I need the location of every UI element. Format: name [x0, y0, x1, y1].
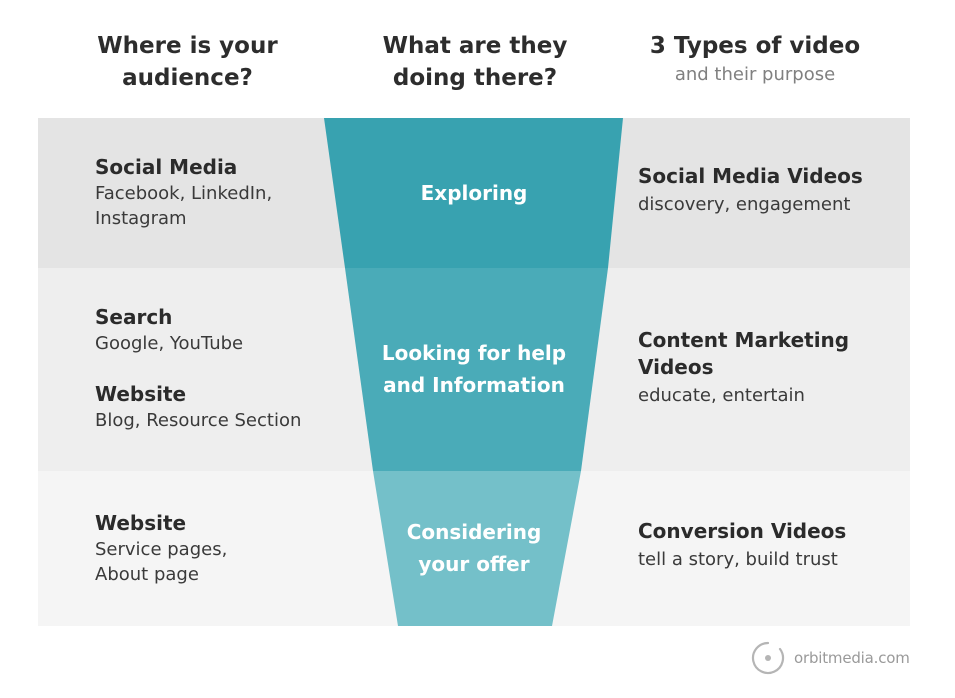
- header-video-types: 3 Types of video and their purpose: [600, 30, 910, 88]
- orbit-circle-icon: [751, 641, 785, 675]
- video-type-content-desc: educate, entertain: [638, 385, 805, 406]
- audience-social-desc-line-2: Instagram: [95, 208, 187, 229]
- audience-website-blog-desc: Blog, Resource Section: [95, 410, 302, 431]
- funnel-segment-exploring: [324, 118, 623, 268]
- header-activity-line-1: What are they: [382, 33, 568, 59]
- video-type-social-desc: discovery, engagement: [638, 194, 851, 215]
- audience-social-desc-line-1: Facebook, LinkedIn,: [95, 183, 273, 204]
- funnel-label-considering-line-2: your offer: [418, 552, 530, 576]
- funnel-label-looking-line-2: and Information: [383, 373, 565, 397]
- video-type-conversion-title: Conversion Videos: [638, 519, 847, 543]
- funnel-label-considering-line-1: Considering: [406, 520, 542, 544]
- audience-website-pages-desc-line-1: Service pages,: [95, 539, 228, 560]
- header-audience-location: Where is your audience?: [40, 30, 335, 94]
- header-video-types-subtitle: and their purpose: [674, 64, 836, 85]
- orbitmedia-logo: orbitmedia.com: [750, 640, 910, 676]
- video-type-content-marketing: Content Marketing Videos educate, entert…: [638, 327, 903, 411]
- header-audience-line-1: Where is your: [97, 33, 278, 59]
- funnel-label-considering: Considering your offer: [360, 516, 588, 580]
- video-type-content-title-line-1: Content Marketing: [638, 328, 850, 352]
- video-type-conversion: Conversion Videos tell a story, build tr…: [638, 518, 903, 575]
- audience-website-pages-desc-line-2: About page: [95, 564, 199, 585]
- audience-search: Search Google, YouTube: [95, 304, 345, 356]
- funnel-label-exploring-line-1: Exploring: [420, 181, 528, 205]
- header-video-types-title: 3 Types of video: [649, 33, 861, 59]
- funnel-label-looking: Looking for help and Information: [360, 337, 588, 401]
- logo-text: orbitmedia.com: [794, 649, 910, 667]
- audience-website-pages: Website Service pages, About page: [95, 510, 345, 587]
- audience-website-pages-title: Website: [95, 511, 187, 535]
- funnel-label-looking-line-1: Looking for help: [381, 341, 567, 365]
- audience-website-blog: Website Blog, Resource Section: [95, 381, 345, 433]
- audience-social-media: Social Media Facebook, LinkedIn, Instagr…: [95, 154, 345, 231]
- funnel-label-exploring: Exploring: [360, 177, 588, 209]
- video-type-conversion-desc: tell a story, build trust: [638, 549, 838, 570]
- funnel-segment-looking: [345, 268, 608, 471]
- audience-search-title: Search: [95, 305, 173, 329]
- header-audience-activity: What are they doing there?: [325, 30, 625, 94]
- header-audience-line-2: audience?: [122, 65, 253, 91]
- header-activity-line-2: doing there?: [392, 65, 558, 91]
- video-type-content-title-line-2: Videos: [638, 355, 714, 379]
- video-type-social: Social Media Videos discovery, engagemen…: [638, 163, 903, 220]
- funnel-segment-considering: [373, 471, 581, 626]
- audience-search-desc: Google, YouTube: [95, 333, 244, 354]
- video-type-social-title: Social Media Videos: [638, 164, 863, 188]
- audience-website-blog-title: Website: [95, 382, 187, 406]
- audience-social-title: Social Media: [95, 155, 238, 179]
